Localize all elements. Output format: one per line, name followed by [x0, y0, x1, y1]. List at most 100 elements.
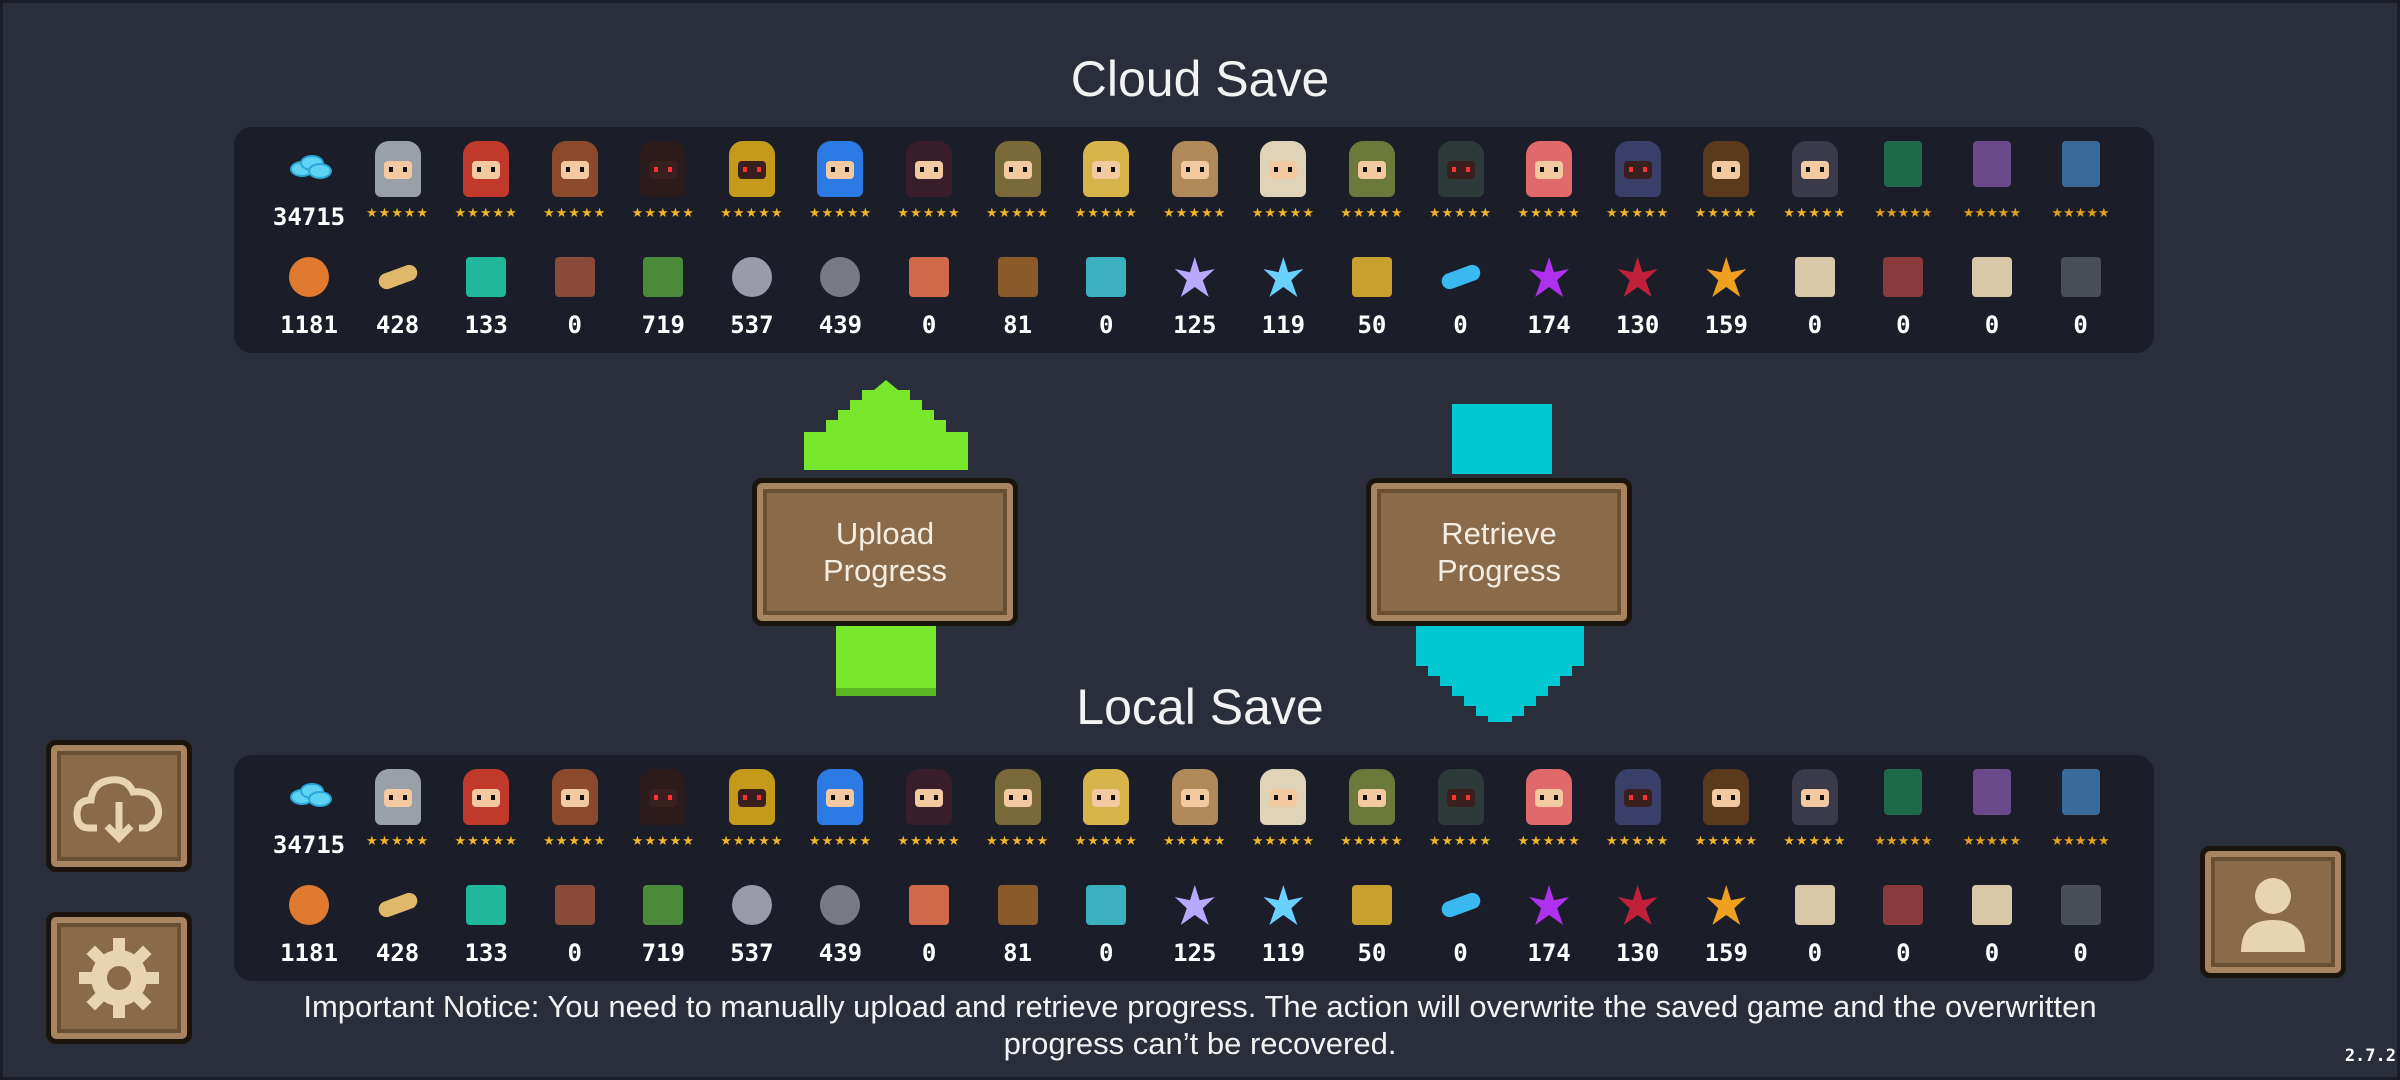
- character-slot[interactable]: ★★★★★: [973, 133, 1062, 233]
- locked-slot[interactable]: ★★★★★: [1947, 133, 2036, 233]
- character-slot[interactable]: ★★★★★: [618, 761, 707, 861]
- star-rating: ★★★★★: [1074, 833, 1138, 848]
- hero-icon: [1791, 769, 1838, 825]
- locked-slot[interactable]: ★★★★★: [2036, 133, 2125, 233]
- star-rating: ★★★★★: [1874, 205, 1933, 220]
- ore-icon: [289, 885, 329, 925]
- upload-progress-button[interactable]: Upload Progress: [752, 478, 1018, 626]
- character-slot[interactable]: ★★★★★: [1681, 133, 1770, 233]
- character-slot[interactable]: ★★★★★: [353, 761, 442, 861]
- hero-icon: [1791, 141, 1838, 197]
- star-rating: ★★★★★: [985, 205, 1050, 220]
- gear-part-icon: [820, 885, 861, 925]
- demon-icon: [1614, 769, 1661, 825]
- gem-count: 34715: [272, 203, 346, 231]
- account-button[interactable]: [2200, 846, 2346, 978]
- character-slot[interactable]: ★★★★★: [441, 761, 530, 861]
- character-slot[interactable]: ★★★★★: [1150, 761, 1239, 861]
- book-icon: [1972, 141, 2011, 187]
- star-rating: ★★★★★: [1163, 833, 1227, 848]
- star-rating: ★★★★★: [985, 833, 1050, 848]
- material-slot: 439: [795, 245, 884, 345]
- cloud-download-button[interactable]: [46, 740, 192, 872]
- star-rating: ★★★★★: [543, 833, 607, 848]
- character-slot[interactable]: ★★★★★: [1327, 761, 1416, 861]
- cloud-save-title: Cloud Save: [1070, 51, 1330, 107]
- material-slot: 0: [1416, 245, 1505, 345]
- book-icon: [1972, 769, 2011, 815]
- character-slot[interactable]: ★★★★★: [884, 133, 973, 233]
- violet-crystal-icon: [1529, 885, 1570, 925]
- officer-icon: [1703, 769, 1750, 825]
- material-slot: 0: [2036, 873, 2125, 973]
- material-slot: 719: [618, 873, 707, 973]
- retrieve-progress-button[interactable]: Retrieve Progress: [1366, 478, 1632, 626]
- material-slot: 0: [1858, 873, 1947, 973]
- character-slot[interactable]: ★★★★★: [1504, 761, 1593, 861]
- star-rating: ★★★★★: [1251, 833, 1315, 848]
- character-slot[interactable]: ★★★★★: [1416, 133, 1505, 233]
- material-count: 0: [921, 311, 937, 339]
- character-slot[interactable]: ★★★★★: [707, 133, 796, 233]
- character-slot[interactable]: ★★★★★: [618, 133, 707, 233]
- star-rating: ★★★★★: [897, 833, 961, 848]
- character-slot[interactable]: ★★★★★: [884, 761, 973, 861]
- character-slot[interactable]: ★★★★★: [1416, 761, 1505, 861]
- character-slot[interactable]: ★★★★★: [1681, 761, 1770, 861]
- star-rating: ★★★★★: [720, 205, 784, 220]
- robot-icon: [817, 769, 864, 825]
- character-slot[interactable]: ★★★★★: [795, 133, 884, 233]
- character-slot[interactable]: ★★★★★: [973, 761, 1062, 861]
- character-slot[interactable]: ★★★★★: [1770, 133, 1859, 233]
- character-slot[interactable]: ★★★★★: [530, 761, 619, 861]
- material-count: 159: [1704, 311, 1748, 339]
- character-slot[interactable]: ★★★★★: [530, 133, 619, 233]
- character-slot[interactable]: ★★★★★: [1061, 133, 1150, 233]
- taoist-icon: [1526, 769, 1573, 825]
- fire-crystal-icon: [1706, 885, 1747, 925]
- violet-crystal-icon: [1529, 257, 1570, 297]
- material-slot: 0: [1416, 873, 1505, 973]
- character-slot[interactable]: ★★★★★: [1504, 133, 1593, 233]
- character-slot[interactable]: ★★★★★: [1238, 761, 1327, 861]
- settings-button[interactable]: [46, 912, 192, 1044]
- locked-slot[interactable]: ★★★★★: [2036, 761, 2125, 861]
- star-rating: ★★★★★: [631, 205, 695, 220]
- material-count: 119: [1261, 939, 1306, 967]
- locked-slot[interactable]: ★★★★★: [1858, 761, 1947, 861]
- stone-icon: [731, 257, 772, 297]
- map-icon: [1883, 257, 1924, 297]
- character-slot[interactable]: ★★★★★: [1061, 761, 1150, 861]
- material-slot: 159: [1681, 245, 1770, 345]
- material-slot: 119: [1238, 245, 1327, 345]
- material-slot: 50: [1327, 245, 1416, 345]
- locked-slot[interactable]: ★★★★★: [1858, 133, 1947, 233]
- gem-currency: 34715: [264, 133, 353, 233]
- character-slot[interactable]: ★★★★★: [795, 761, 884, 861]
- star-rating: ★★★★★: [454, 205, 518, 220]
- character-slot[interactable]: ★★★★★: [1593, 133, 1682, 233]
- star-rating: ★★★★★: [1340, 833, 1404, 848]
- star-rating: ★★★★★: [720, 833, 784, 848]
- character-slot[interactable]: ★★★★★: [1327, 133, 1416, 233]
- star-rating: ★★★★★: [1428, 205, 1493, 220]
- character-slot[interactable]: ★★★★★: [707, 761, 796, 861]
- material-count: 0: [567, 939, 582, 967]
- material-slot: 125: [1150, 245, 1239, 345]
- character-slot[interactable]: ★★★★★: [1593, 761, 1682, 861]
- character-slot[interactable]: ★★★★★: [441, 133, 530, 233]
- engineer-icon: [728, 769, 775, 825]
- star-rating: ★★★★★: [365, 205, 430, 220]
- character-slot[interactable]: ★★★★★: [353, 133, 442, 233]
- character-slot[interactable]: ★★★★★: [1150, 133, 1239, 233]
- material-count: 0: [567, 311, 582, 339]
- locked-slot[interactable]: ★★★★★: [1947, 761, 2036, 861]
- character-slot[interactable]: ★★★★★: [1770, 761, 1859, 861]
- material-count: 0: [1896, 311, 1911, 339]
- star-rating: ★★★★★: [1874, 833, 1933, 848]
- material-count: 0: [1896, 939, 1911, 967]
- character-slot[interactable]: ★★★★★: [1238, 133, 1327, 233]
- ice-crystal-icon: [1263, 257, 1304, 297]
- werewolf-icon: [1171, 769, 1218, 825]
